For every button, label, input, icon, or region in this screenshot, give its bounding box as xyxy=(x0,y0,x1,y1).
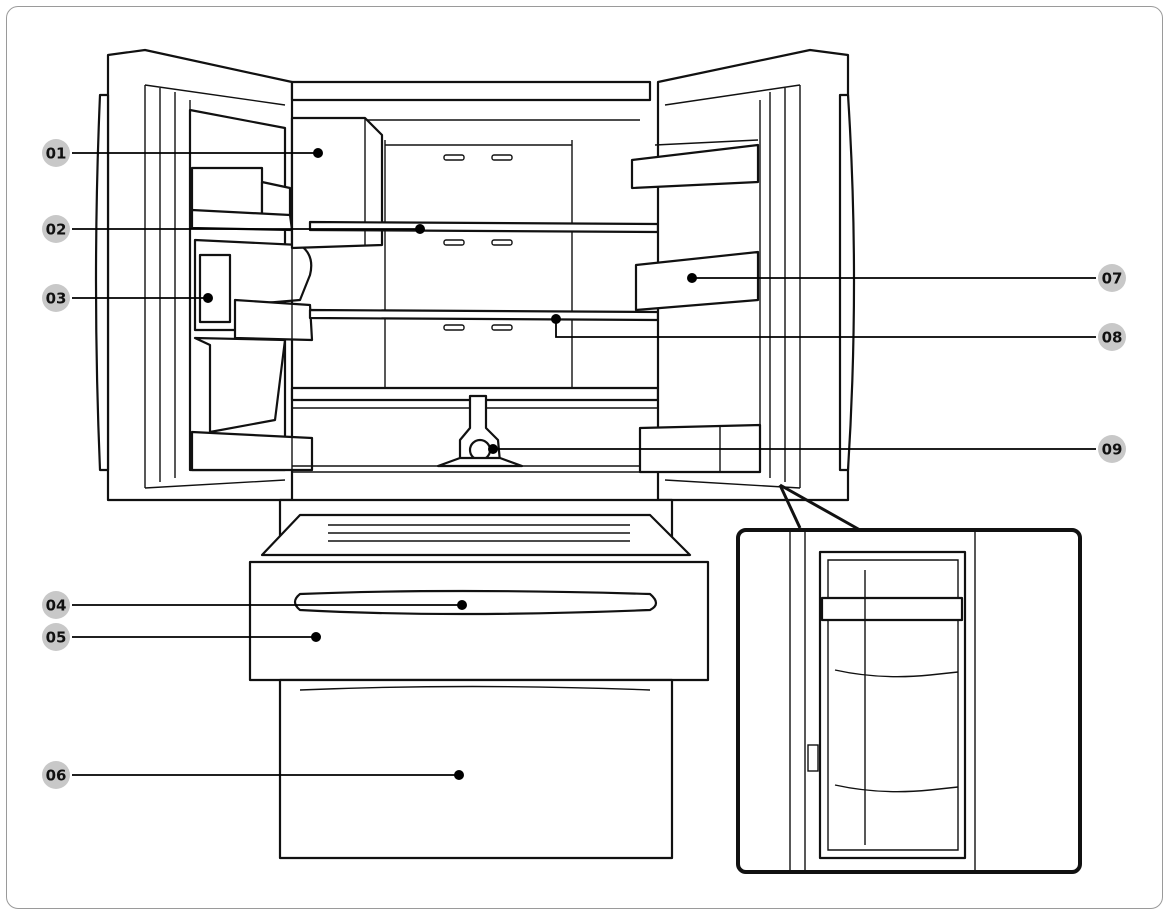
freezer-drawer xyxy=(278,678,674,860)
middle-drawer-liner xyxy=(260,498,692,557)
flexzone-drawer xyxy=(248,560,710,682)
detail-callout-connector xyxy=(778,483,861,532)
callout-leader-08 xyxy=(555,319,1096,338)
callout-dot-03 xyxy=(203,293,213,303)
right-door-middle-bin xyxy=(634,250,760,312)
callout-label: 06 xyxy=(46,767,67,785)
callout-badge-02: 02 xyxy=(42,215,70,243)
callout-dot-08 xyxy=(551,314,561,324)
callout-badge-09: 09 xyxy=(1098,435,1126,463)
callout-dot-04 xyxy=(457,600,467,610)
callout-badge-04: 04 xyxy=(42,591,70,619)
callout-badge-circle xyxy=(42,215,70,243)
callout-badge-03: 03 xyxy=(42,284,70,312)
middle-shelf xyxy=(308,308,660,322)
left-door-upper-bin xyxy=(190,166,294,232)
water-filter xyxy=(436,394,524,468)
callout-dot-09 xyxy=(488,444,498,454)
callout-badge-circle xyxy=(1098,264,1126,292)
callout-label: 09 xyxy=(1102,441,1123,459)
diagram-frame xyxy=(6,6,1163,909)
callout-badge-08: 08 xyxy=(1098,323,1126,351)
callout-badge-07: 07 xyxy=(1098,264,1126,292)
callout-badge-circle xyxy=(1098,323,1126,351)
callout-badge-circle xyxy=(42,139,70,167)
callout-badge-circle xyxy=(1098,435,1126,463)
right-door-upper-bin xyxy=(630,139,760,190)
ice-dispenser-unit xyxy=(193,238,314,434)
freezer-door-detail-inset xyxy=(736,528,1082,874)
callout-label: 05 xyxy=(46,629,67,647)
callout-label: 02 xyxy=(46,221,67,239)
callout-label: 07 xyxy=(1102,270,1123,288)
callout-dot-01 xyxy=(313,148,323,158)
callout-badge-06: 06 xyxy=(42,761,70,789)
callout-badge-05: 05 xyxy=(42,623,70,651)
callout-badge-circle xyxy=(42,591,70,619)
callout-badge-circle xyxy=(42,284,70,312)
callout-label: 08 xyxy=(1102,329,1123,347)
callout-badge-circle xyxy=(42,623,70,651)
callout-dot-07 xyxy=(687,273,697,283)
callout-label: 04 xyxy=(46,597,67,615)
callout-label: 01 xyxy=(46,145,67,163)
callout-label: 03 xyxy=(46,290,67,308)
callout-badge-circle xyxy=(42,761,70,789)
callout-dot-05 xyxy=(311,632,321,642)
left-door-bottom-bin xyxy=(190,430,314,472)
callout-dot-06 xyxy=(454,770,464,780)
upper-shelf xyxy=(308,220,660,234)
callout-dot-02 xyxy=(415,224,425,234)
callout-badge-01: 01 xyxy=(42,139,70,167)
